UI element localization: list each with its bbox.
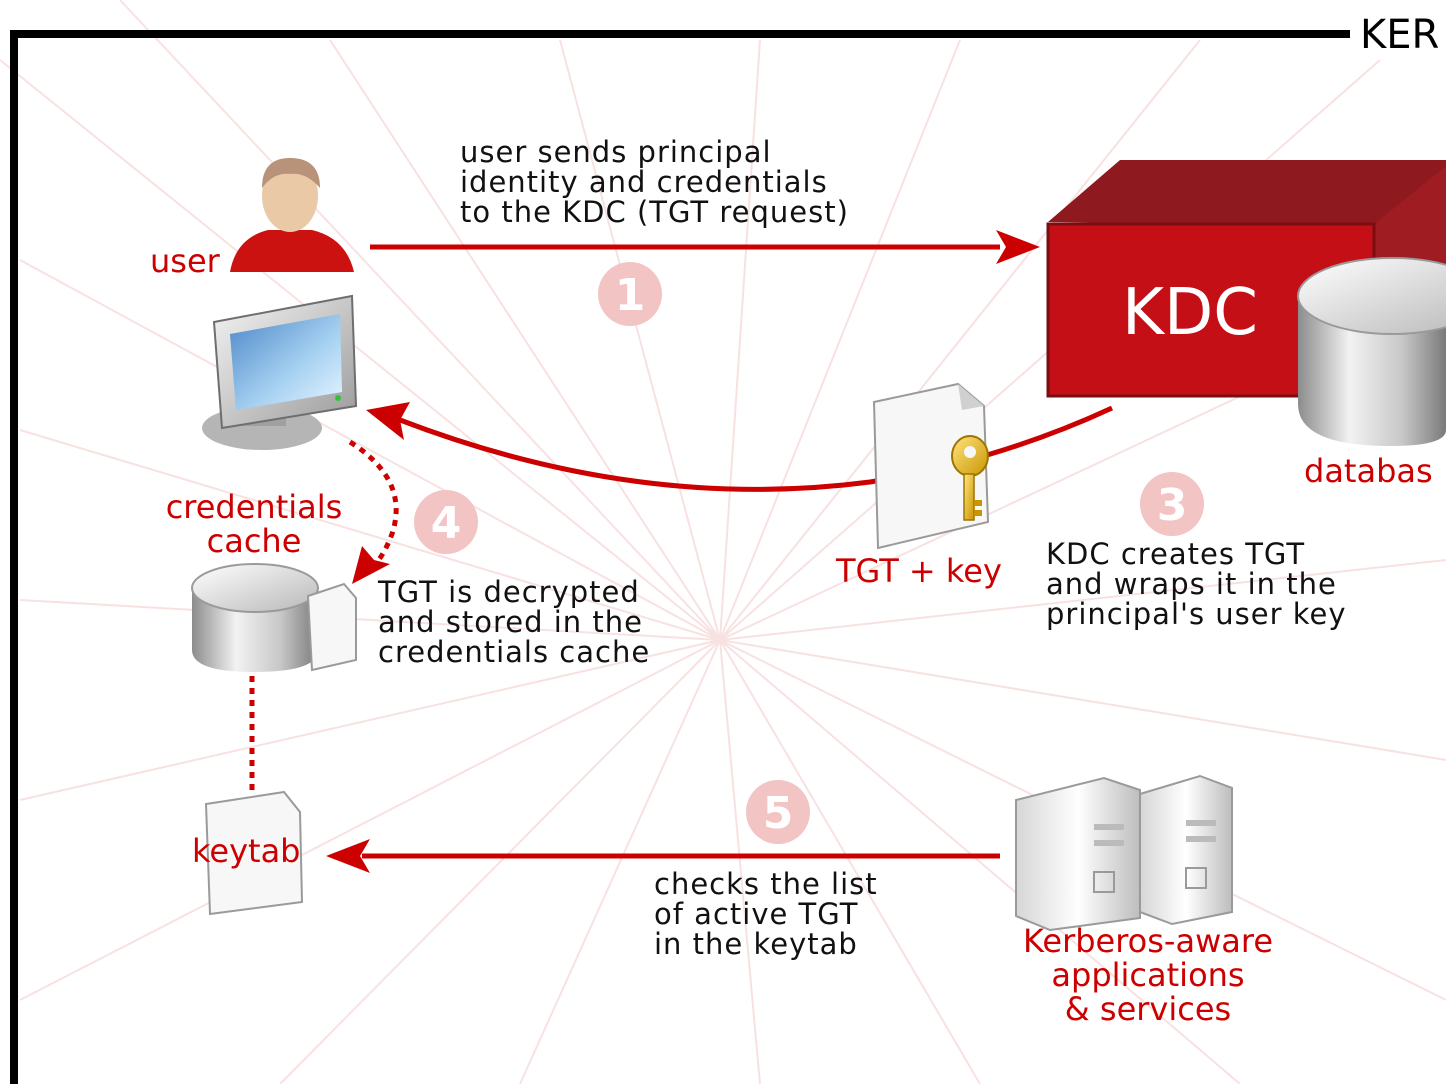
step5-line1: checks the list xyxy=(654,867,878,901)
step4-number: 4 xyxy=(431,498,462,549)
step5-line3: in the keytab xyxy=(654,927,858,961)
server-icon xyxy=(1015,776,1141,932)
keytab-document-icon xyxy=(204,790,304,916)
step4-line2: and stored in the xyxy=(378,605,643,639)
arrow-computer-to-cache xyxy=(348,439,399,584)
arrow-services-to-keytab xyxy=(326,839,1000,873)
user-icon xyxy=(230,158,354,272)
step1-number: 1 xyxy=(615,270,646,321)
tgt-key-label: TGT + key xyxy=(835,552,1002,590)
keytab-label: keytab xyxy=(192,832,300,870)
step4-badge: 4 xyxy=(414,490,478,554)
cache-document-icon xyxy=(306,582,357,672)
step1-badge: 1 xyxy=(598,262,662,326)
header-title: KER xyxy=(1360,12,1439,58)
database-icon xyxy=(1297,257,1446,446)
services-label-line1: Kerberos-aware xyxy=(1023,922,1273,960)
key-icon xyxy=(951,435,989,521)
step3-line1: KDC creates TGT xyxy=(1046,537,1305,571)
step4-line1: TGT is decrypted xyxy=(377,575,640,609)
tgt-document-icon xyxy=(872,382,990,550)
credentials-cache-label-line1: credentials xyxy=(166,488,343,526)
arrow-user-to-kdc xyxy=(370,230,1040,264)
step4-line3: credentials cache xyxy=(378,635,650,669)
step1-line2: identity and credentials xyxy=(460,165,828,199)
step3-badge: 3 xyxy=(1140,472,1204,536)
server-icon-2 xyxy=(1139,774,1233,926)
computer-icon xyxy=(202,294,358,450)
step5-number: 5 xyxy=(763,788,794,839)
frame xyxy=(10,30,1350,1084)
step1-line3: to the KDC (TGT request) xyxy=(460,195,849,229)
kdc-label: KDC xyxy=(1122,276,1258,350)
step3-number: 3 xyxy=(1157,480,1188,531)
step5-badge: 5 xyxy=(746,780,810,844)
user-label: user xyxy=(150,242,221,280)
credentials-cache-cylinder-icon xyxy=(191,563,319,672)
services-label-line2: applications xyxy=(1051,956,1244,994)
services-label-line3: & services xyxy=(1065,990,1231,1028)
step1-line1: user sends principal xyxy=(460,135,772,169)
step3-line3: principal's user key xyxy=(1046,597,1347,631)
database-label: databas xyxy=(1304,452,1433,490)
step3-line2: and wraps it in the xyxy=(1046,567,1337,601)
credentials-cache-label-line2: cache xyxy=(207,522,302,560)
arrow-kdc-to-user xyxy=(366,402,1114,492)
step5-line2: of active TGT xyxy=(654,897,858,931)
